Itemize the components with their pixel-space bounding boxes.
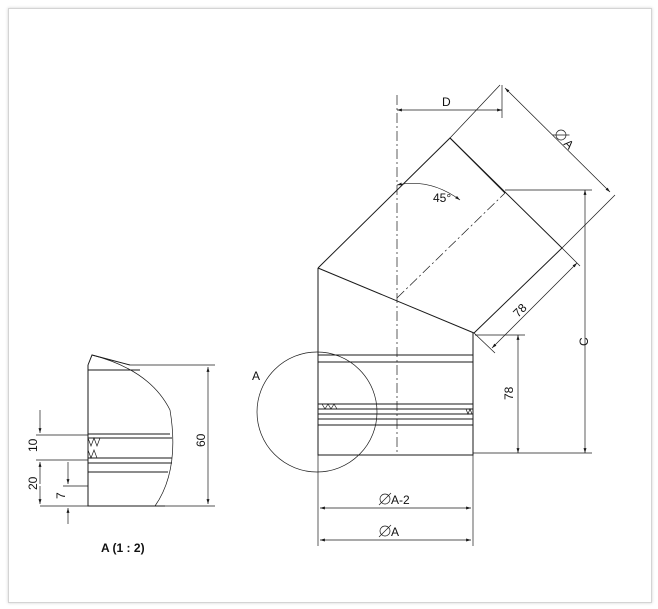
label-D: D — [442, 95, 451, 109]
label-78-diagonal: 78 — [510, 301, 530, 321]
dimension-78-vertical: 78 — [475, 334, 525, 453]
detail-title: A (1 : 2) — [101, 541, 145, 555]
dimension-diameter-A-top: A — [449, 84, 616, 249]
label-angle: 45° — [433, 191, 451, 205]
detail-view: 60 10 20 7 A (1 : 2) — [26, 354, 215, 555]
detail-callout: A — [252, 351, 378, 473]
angle-45: 45° — [396, 182, 461, 205]
dimension-78-diagonal: 78 — [473, 247, 581, 354]
dimension-diameter-bottom: A-2 A — [317, 455, 474, 546]
label-diameter-A-2: A-2 — [391, 493, 410, 507]
label-dim-60: 60 — [194, 433, 208, 447]
elbow-body — [317, 95, 563, 456]
label-dim-20: 20 — [26, 476, 40, 490]
label-diameter-A-bottom: A — [391, 525, 399, 539]
dimension-C: C — [473, 189, 592, 454]
label-78-vertical: 78 — [502, 386, 516, 400]
label-detail-callout: A — [252, 369, 260, 383]
label-dim-7: 7 — [54, 492, 68, 499]
label-C: C — [577, 337, 591, 346]
dimension-D: D — [397, 85, 503, 118]
label-dim-10: 10 — [26, 438, 40, 452]
label-diameter-A-top: A — [561, 136, 577, 152]
